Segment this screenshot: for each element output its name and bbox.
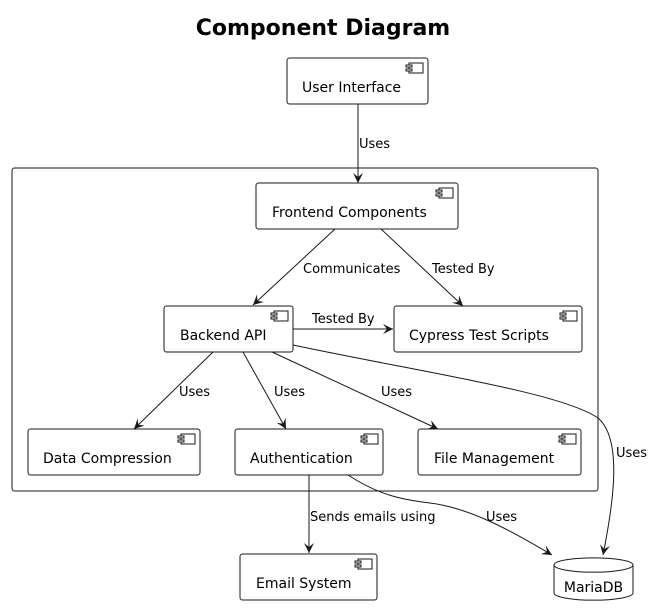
edge-label: Communicates [303, 262, 401, 277]
component-icon [177, 433, 196, 445]
edge-frontend-cypress: Tested By [380, 228, 495, 307]
edge-auth-mariadb: Uses [347, 474, 553, 556]
node-label: File Management [434, 451, 555, 467]
component-authentication: Authentication [234, 428, 384, 476]
component-icon [270, 310, 289, 322]
component-file-management: File Management [417, 428, 582, 476]
node-label: Data Compression [43, 451, 172, 467]
edge-ui-frontend: Uses [353, 104, 390, 183]
component-icon [360, 433, 379, 445]
edge-backend-mariadb: Uses [292, 344, 647, 556]
component-data-compression: Data Compression [27, 428, 201, 476]
edge-label: Uses [616, 446, 647, 461]
edge-label: Tested By [311, 312, 375, 327]
component-icon [559, 310, 578, 322]
node-label: User Interface [302, 80, 401, 96]
edge-backend-compression: Uses [133, 351, 214, 430]
edge-auth-email: Sends emails using [304, 475, 436, 553]
component-user-interface: User Interface [286, 57, 429, 105]
node-label: Backend API [180, 328, 266, 344]
component-backend-api: Backend API [163, 305, 294, 353]
edge-label: Uses [179, 385, 210, 400]
component-icon [435, 187, 454, 199]
component-cypress-test-scripts: Cypress Test Scripts [393, 305, 583, 353]
database-mariadb: MariaDB [553, 557, 634, 601]
node-label: Authentication [250, 451, 353, 467]
edge-backend-auth: Uses [242, 351, 305, 430]
edge-label: Uses [359, 137, 390, 152]
edge-label: Uses [486, 510, 517, 525]
edge-backend-cypress: Tested By [293, 312, 393, 334]
edge-backend-files: Uses [271, 351, 439, 430]
edge-label: Tested By [431, 262, 495, 277]
node-label: Cypress Test Scripts [409, 328, 549, 344]
edge-frontend-backend: Communicates [252, 228, 401, 306]
edge-label: Uses [274, 385, 305, 400]
node-label: Email System [256, 576, 352, 592]
diagram-title: Component Diagram [196, 16, 450, 41]
component-email-system: Email System [239, 553, 378, 601]
node-label: Frontend Components [272, 205, 427, 221]
node-label: MariaDB [564, 580, 623, 596]
edge-label: Sends emails using [310, 510, 436, 525]
edge-label: Uses [381, 385, 412, 400]
component-icon [405, 62, 424, 74]
component-icon [558, 433, 577, 445]
component-icon [354, 558, 373, 570]
system-boundary [11, 167, 599, 492]
component-frontend-components: Frontend Components [255, 182, 459, 230]
